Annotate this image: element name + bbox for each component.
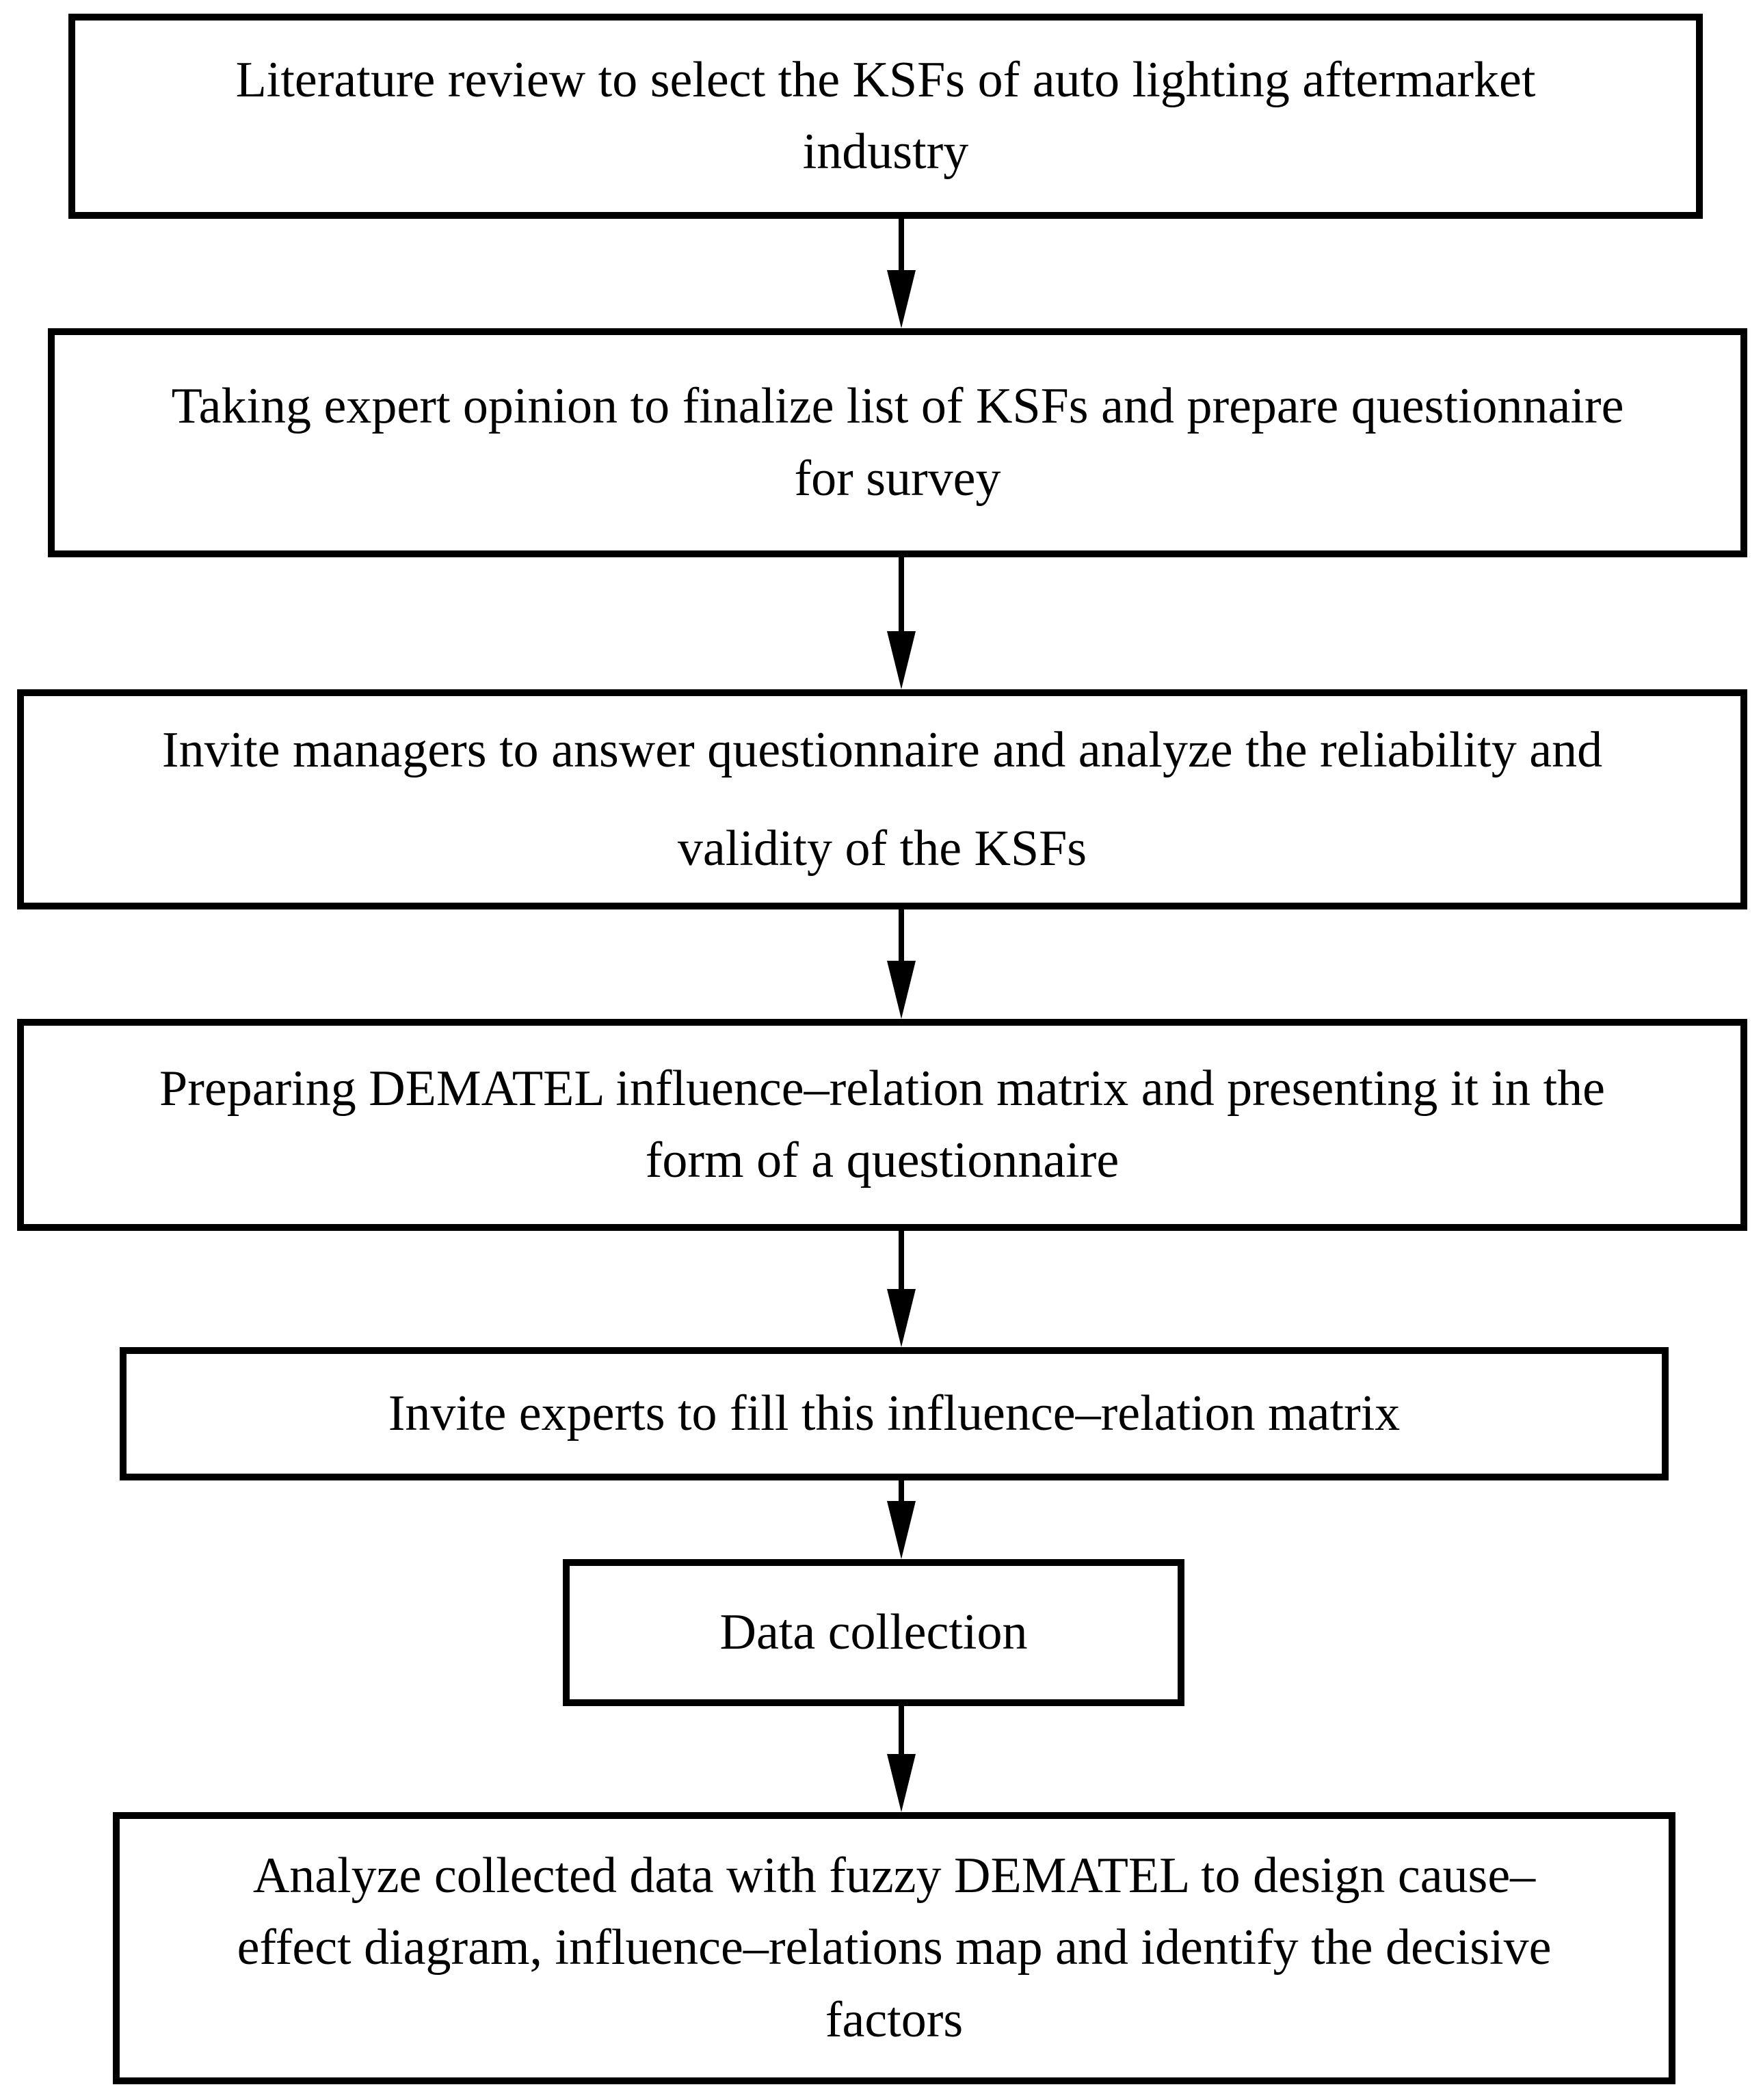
arrow-head [887, 1754, 916, 1812]
arrow-stem [899, 909, 904, 961]
flow-step-invite-experts: Invite experts to fill this influence–re… [120, 1347, 1669, 1480]
arrow-head [887, 1289, 916, 1347]
arrow-head [887, 631, 916, 689]
arrow-stem [899, 1480, 904, 1501]
arrow-head [887, 270, 916, 328]
flow-step-expert-opinion: Taking expert opinion to finalize list o… [48, 328, 1747, 557]
flow-step-literature-review: Literature review to select the KSFs of … [68, 14, 1703, 219]
down-arrow-6 [887, 1706, 916, 1812]
down-arrow-2 [887, 557, 916, 689]
arrow-head [887, 961, 916, 1019]
down-arrow-3 [887, 909, 916, 1019]
flow-step-invite-managers: Invite managers to answer questionnaire … [17, 689, 1747, 909]
arrow-stem [899, 219, 904, 270]
flow-step-analyze-data: Analyze collected data with fuzzy DEMATE… [113, 1812, 1675, 2084]
arrow-stem [899, 1706, 904, 1754]
down-arrow-1 [887, 219, 916, 328]
arrow-stem [899, 557, 904, 631]
down-arrow-5 [887, 1480, 916, 1559]
arrow-head [887, 1501, 916, 1559]
down-arrow-4 [887, 1231, 916, 1347]
flow-step-data-collection: Data collection [563, 1559, 1184, 1706]
flow-step-prepare-dematel-matrix: Preparing DEMATEL influence–relation mat… [17, 1019, 1747, 1231]
arrow-stem [899, 1231, 904, 1289]
